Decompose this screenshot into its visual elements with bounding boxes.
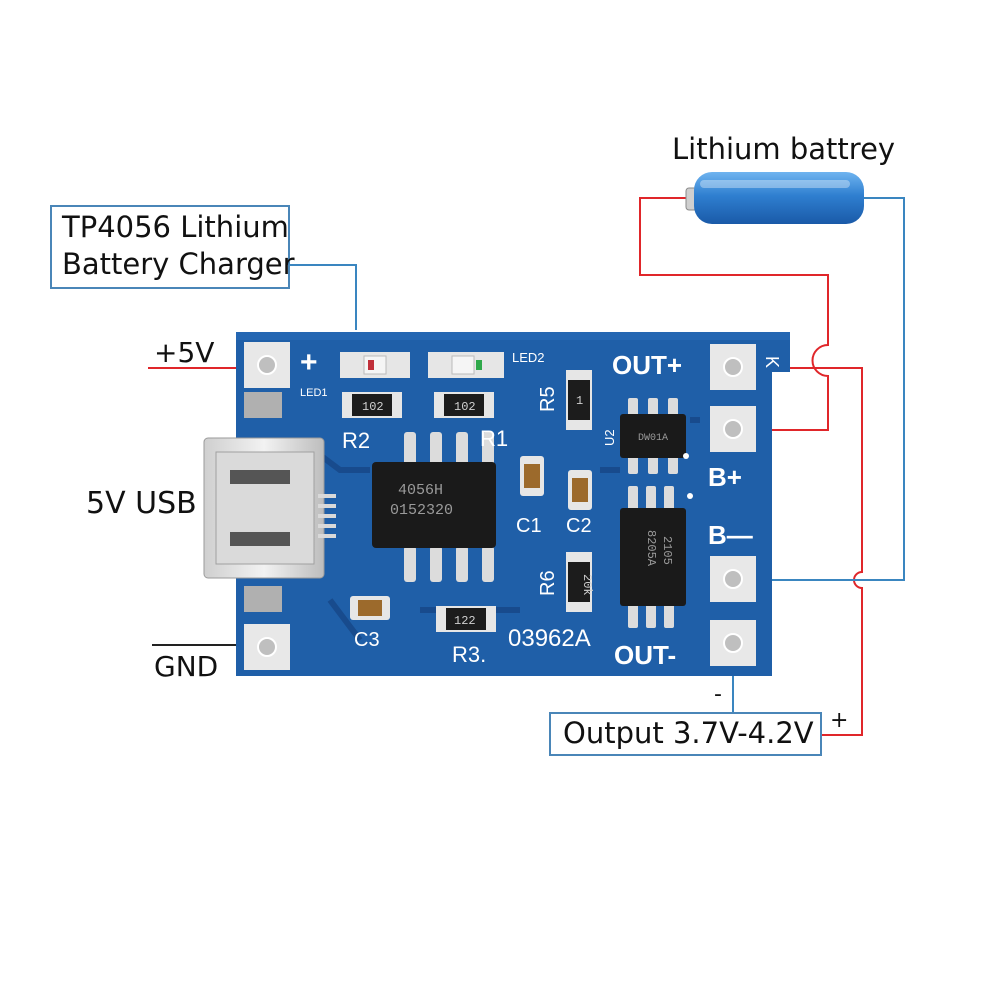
resistor-r6: [566, 552, 592, 612]
output-minus-label: -: [714, 682, 722, 707]
tp4056-chip: [372, 432, 496, 582]
silk-c1: C1: [516, 515, 542, 537]
chip-main-top: 4056H: [398, 482, 443, 499]
dw01a-chip: [620, 398, 686, 474]
resistor-r3: [436, 606, 496, 632]
resistor-r2-code: 102: [362, 400, 384, 414]
chip-dw01: DW01A: [638, 433, 668, 444]
silk-k: K: [762, 356, 782, 368]
silk-c2: C2: [566, 515, 592, 537]
mosfet-chip: [620, 486, 686, 628]
plus5v-label: +5V: [154, 336, 215, 369]
silk-u2: U2: [602, 429, 617, 446]
led2: [428, 352, 504, 378]
output-label: Output 3.7V-4.2V: [563, 716, 814, 750]
pad-b-plus: [710, 406, 756, 452]
resistor-r3-code: 122: [454, 614, 476, 628]
chip-mosfet-top: 8205A: [644, 530, 658, 567]
pcb-board: [203, 332, 790, 676]
resistor-r2: [342, 392, 402, 418]
resistor-r1-code: 102: [454, 400, 476, 414]
pad-out-minus: [710, 620, 756, 666]
gnd-label: GND: [154, 650, 219, 683]
silk-r6: R6: [537, 570, 559, 596]
chip-mosfet-bottom: 2105: [660, 536, 674, 565]
silk-led1: LED1: [300, 387, 328, 399]
silk-out-plus: OUT+: [612, 350, 682, 380]
capacitor-c2: [568, 470, 592, 510]
resistor-r1: [434, 392, 494, 418]
pad-b-minus: [710, 556, 756, 602]
battery-label: Lithium battrey: [672, 132, 896, 166]
led1: [340, 352, 410, 378]
chip-main-bottom: 0152320: [390, 502, 453, 519]
silk-c3: C3: [354, 629, 380, 651]
resistor-r6-code: 20k: [580, 574, 594, 596]
silk-r1: R1: [480, 426, 508, 451]
silk-b-minus: B—: [708, 520, 753, 550]
silk-plus: +: [300, 346, 318, 379]
usb-label: 5V USB: [86, 486, 197, 521]
output-plus-label: +: [830, 708, 849, 733]
silk-out-minus: OUT-: [614, 640, 676, 670]
resistor-r5-code: 1: [576, 394, 583, 408]
capacitor-c3: [350, 596, 390, 620]
pad-gnd: [244, 624, 290, 670]
charger-title-line1: TP4056 Lithium: [62, 210, 289, 244]
micro-usb-connector: [203, 392, 336, 612]
resistor-r5: [566, 370, 592, 430]
charger-title-box: [50, 205, 290, 289]
silk-r3: R3.: [452, 642, 486, 667]
silk-led2: LED2: [512, 350, 545, 365]
silk-r5: R5: [537, 386, 559, 412]
lithium-battery: [685, 172, 864, 224]
silk-r2: R2: [342, 428, 370, 453]
capacitor-c1: [520, 456, 544, 496]
charger-title-line2: Battery Charger: [62, 247, 295, 281]
pad-out-plus: [710, 344, 756, 390]
pad-plus5v: [244, 342, 290, 388]
silk-b-plus: B+: [708, 462, 742, 492]
output-box: [549, 712, 822, 756]
silk-part-no: 03962A: [508, 625, 591, 652]
